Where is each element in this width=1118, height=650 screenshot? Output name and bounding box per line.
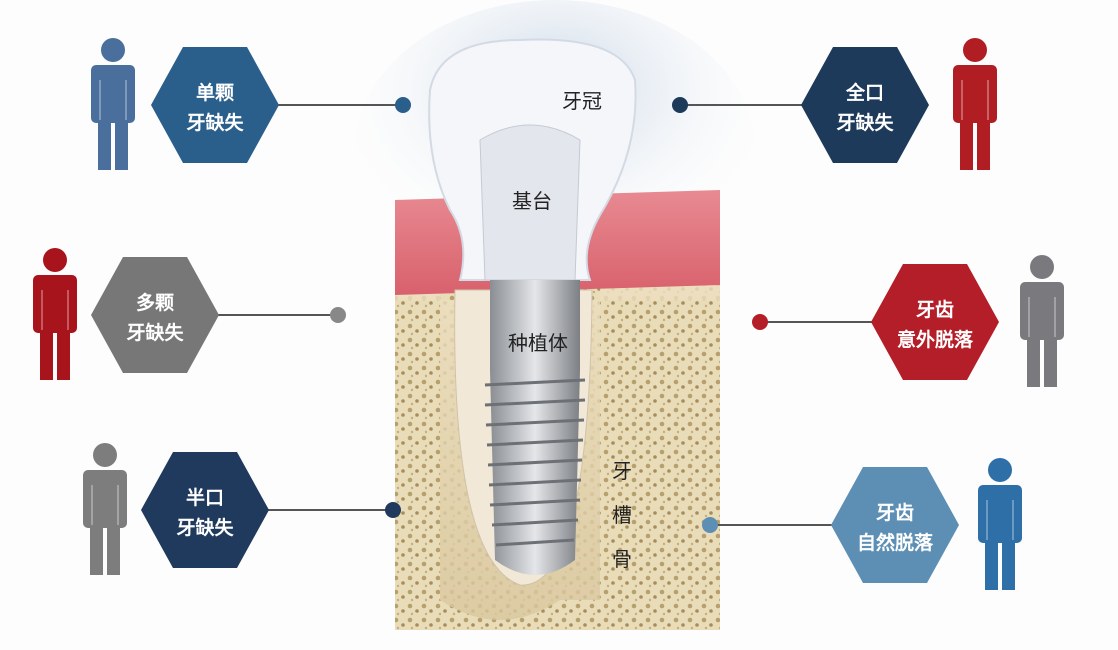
- person-icon: [33, 248, 77, 380]
- connector-dot: [330, 307, 346, 323]
- implant-illustration: 牙冠 基台 种植体 牙 槽 骨: [355, 0, 755, 630]
- case-title-line2: 牙缺失: [836, 111, 894, 134]
- case-title-line2: 意外脱落: [897, 328, 974, 351]
- hexagon-badge: [91, 257, 219, 373]
- case-title-line2: 自然脱落: [857, 531, 934, 554]
- case-title-line1: 牙齿: [876, 502, 914, 524]
- case-title-line1: 多颗: [136, 291, 174, 314]
- hexagon-badge: [151, 47, 279, 163]
- person-icon: [1020, 255, 1064, 387]
- hexagon-badge: [831, 467, 959, 583]
- label-alveolar-bone-3: 骨: [612, 547, 632, 571]
- label-alveolar-bone-1: 牙: [612, 459, 632, 483]
- case-title-line2: 牙缺失: [176, 516, 234, 539]
- case-title-line2: 牙缺失: [186, 111, 244, 134]
- case-title-line1: 半口: [186, 486, 224, 509]
- label-implant-body: 种植体: [508, 331, 568, 355]
- implant-threads: [484, 370, 586, 575]
- label-alveolar-bone-2: 槽: [612, 503, 632, 527]
- person-icon: [91, 38, 135, 170]
- abutment-shape: [479, 124, 581, 281]
- label-crown: 牙冠: [562, 89, 602, 113]
- connector-dot: [702, 517, 718, 533]
- label-abutment: 基台: [512, 189, 552, 213]
- case-title-line2: 牙缺失: [126, 321, 184, 344]
- implant-collar: [490, 280, 580, 370]
- hexagon-badge: [871, 264, 999, 380]
- hexagon-badge: [141, 452, 269, 568]
- person-icon: [978, 458, 1022, 590]
- hexagon-badge: [801, 47, 929, 163]
- person-icon: [953, 38, 997, 170]
- case-title-line1: 牙齿: [916, 299, 954, 321]
- person-icon: [83, 443, 127, 575]
- connector-dot: [752, 314, 768, 330]
- case-title-line1: 单颗: [196, 81, 234, 104]
- connector-dot: [385, 502, 401, 518]
- connector-dot: [672, 97, 688, 113]
- connector-dot: [395, 97, 411, 113]
- case-title-line1: 全口: [845, 81, 884, 104]
